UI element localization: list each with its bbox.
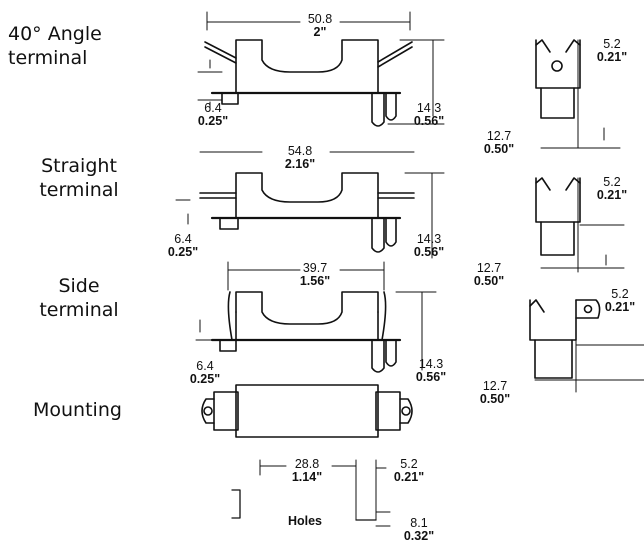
dim-straight-height-mm: 14.3 (416, 232, 442, 246)
dim-side-side-height-mm: 12.7 (482, 379, 508, 393)
dim-angle-width-mm: 50.8 (307, 12, 333, 26)
dim-straight-width-in: 2.16" (284, 157, 316, 171)
dim-straight-offset-mm: 6.4 (174, 232, 192, 246)
dim-holes-width-in: 0.21" (393, 470, 425, 484)
label-side-line1: Side (58, 275, 100, 297)
label-straight-line1: Straight (41, 155, 117, 177)
dim-angle-side-width-in: 0.21" (596, 50, 628, 64)
dim-holes-height-mm: 8.1 (410, 516, 428, 530)
side-dimension-lines (195, 261, 437, 371)
side-terminal-side-view (529, 299, 644, 393)
dim-angle-side-width: 5.2 0.21" (586, 38, 638, 64)
dim-side-side-height: 12.7 0.50" (470, 380, 520, 406)
dim-straight-side-height-mm: 12.7 (476, 261, 502, 275)
dim-side-side-height-in: 0.50" (479, 392, 511, 406)
dim-angle-offset: 6.4 0.25" (188, 102, 238, 128)
straight-dimension-lines (175, 151, 445, 259)
label-angle-terminal: 40° Angle terminal (8, 22, 102, 70)
dim-straight-side-width: 5.2 0.21" (586, 176, 638, 202)
dim-straight-side-height-in: 0.50" (473, 274, 505, 288)
dim-side-offset-mm: 6.4 (196, 359, 214, 373)
dim-angle-offset-in: 0.25" (197, 114, 229, 128)
dim-holes-spacing-mm: 28.8 (294, 457, 320, 471)
dim-holes-spacing-in: 1.14" (291, 470, 323, 484)
dim-angle-side-height-in: 0.50" (483, 142, 515, 156)
dim-straight-width-mm: 54.8 (287, 144, 313, 158)
mounting-view (201, 384, 413, 438)
dim-side-side-width-mm: 5.2 (611, 287, 629, 301)
label-straight-terminal: Straight terminal (14, 154, 144, 202)
dim-holes-width-mm: 5.2 (400, 457, 418, 471)
dim-side-offset-in: 0.25" (189, 372, 221, 386)
dim-straight-offset: 6.4 0.25" (158, 233, 208, 259)
dim-angle-height-in: 0.56" (413, 114, 445, 128)
angle-terminal-front-view (204, 39, 413, 127)
label-side-terminal: Side terminal (14, 274, 144, 322)
straight-terminal-side-view (535, 177, 625, 273)
dim-holes-width: 5.2 0.21" (384, 458, 434, 484)
dim-angle-offset-mm: 6.4 (204, 101, 222, 115)
label-angle-line2: terminal (8, 47, 88, 69)
dim-straight-side-height: 12.7 0.50" (464, 262, 514, 288)
label-straight-line2: terminal (39, 179, 119, 201)
dim-side-offset: 6.4 0.25" (180, 360, 230, 386)
dim-angle-width: 50.8 2" (290, 13, 350, 39)
dim-side-height: 14.3 0.56" (406, 358, 456, 384)
dim-angle-width-in: 2" (313, 25, 327, 39)
label-angle-line1: 40° Angle (8, 23, 102, 45)
dim-side-height-mm: 14.3 (418, 357, 444, 371)
side-terminal-front-view (210, 291, 402, 373)
holes-pattern (231, 459, 391, 527)
dim-side-side-width-in: 0.21" (604, 300, 636, 314)
dim-angle-side-height-mm: 12.7 (486, 129, 512, 143)
label-mounting: Mounting (33, 399, 122, 421)
angle-terminal-side-view (535, 39, 621, 149)
dim-angle-height-mm: 14 3 (416, 101, 442, 115)
dim-straight-height: 14.3 0.56" (404, 233, 454, 259)
dim-holes-height-in: 0.32" (403, 529, 435, 543)
dim-holes-height: 8.1 0.32" (394, 517, 444, 543)
dim-straight-side-width-in: 0.21" (596, 188, 628, 202)
angle-dimension-lines (197, 11, 445, 125)
dim-side-width-in: 1.56" (299, 274, 331, 288)
dim-angle-side-height: 12.7 0.50" (474, 130, 524, 156)
dim-side-height-in: 0.56" (415, 370, 447, 384)
dim-side-width: 39.7 1.56" (290, 262, 340, 288)
dim-straight-offset-in: 0.25" (167, 245, 199, 259)
holes-label: Holes (287, 514, 323, 528)
straight-terminal-front-view (199, 172, 415, 253)
dim-side-width-mm: 39.7 (302, 261, 328, 275)
dim-straight-side-width-mm: 5.2 (603, 175, 621, 189)
dim-angle-height: 14 3 0.56" (404, 102, 454, 128)
dim-side-side-width: 5.2 0.21" (596, 288, 644, 314)
dim-angle-side-width-mm: 5.2 (603, 37, 621, 51)
dim-straight-height-in: 0.56" (413, 245, 445, 259)
dim-straight-width: 54.8 2.16" (270, 145, 330, 171)
dim-holes-spacing: 28.8 1.14" (282, 458, 332, 484)
label-side-line2: terminal (39, 299, 119, 321)
